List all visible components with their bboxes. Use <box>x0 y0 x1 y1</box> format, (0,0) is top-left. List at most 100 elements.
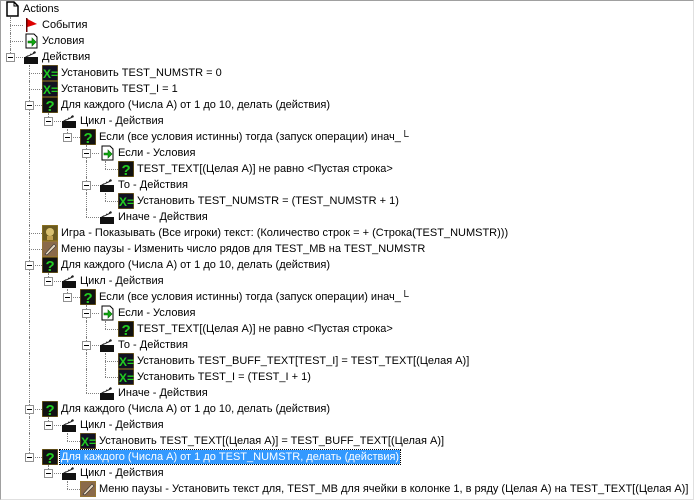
tree-item[interactable]: ?Для каждого (Числа A) от 1 до 10, делат… <box>1 400 691 419</box>
tree-item-label[interactable]: Игра - Показывать (Все игроки) текст: (К… <box>61 227 509 239</box>
tree-guide-line <box>10 41 23 42</box>
tree-item-label[interactable]: Цикл - Действия <box>80 467 164 479</box>
tree-guide-line <box>105 321 106 329</box>
tree-item[interactable]: Цикл - Действия <box>1 465 691 481</box>
tree-guide-line <box>67 489 80 490</box>
tree-item-label[interactable]: Если (все условия истинны) тогда (запуск… <box>99 131 409 143</box>
tree-item[interactable]: То - Действия <box>1 177 691 193</box>
tree-item-label[interactable]: Для каждого (Числа A) от 1 до 10, делать… <box>61 259 331 271</box>
tree-item-label[interactable]: Для каждого (Числа A) от 1 до 10, делать… <box>61 403 331 415</box>
flag-icon <box>23 17 39 33</box>
tree-item[interactable]: ?Для каждого (Числа A) от 1 до 10, делат… <box>1 96 691 115</box>
tree-item[interactable]: ?Для каждого (Числа A) от 1 до 10, делат… <box>1 256 691 275</box>
tree-item-label[interactable]: Иначе - Действия <box>118 387 208 399</box>
tree-item-label[interactable]: Условия <box>42 35 85 47</box>
tree-item-label[interactable]: Если - Условия <box>118 147 196 159</box>
svg-text:?: ? <box>84 130 93 145</box>
tree-item-label[interactable]: Установить TEST_BUFF_TEXT[TEST_I] = TEST… <box>137 355 470 367</box>
collapse-toggle[interactable] <box>25 453 34 462</box>
collapse-toggle[interactable] <box>44 117 53 126</box>
tree-item[interactable]: ? Если (все условия истинны) тогда (запус… <box>1 128 691 147</box>
collapse-toggle[interactable] <box>25 101 34 110</box>
tree-item[interactable]: Actions <box>1 1 691 17</box>
tree-item[interactable]: Иначе - Действия <box>1 385 691 401</box>
tree-guide-line <box>105 329 118 330</box>
tree-item-label[interactable]: События <box>42 19 88 31</box>
tree-item-label[interactable]: TEST_TEXT[(Целая A)] не равно <Пустая ст… <box>137 163 393 175</box>
tree-item-label[interactable]: Установить TEST_I = (TEST_I + 1) <box>137 371 311 383</box>
tree-item-label[interactable]: Для каждого (Числа A) от 1 до 10, делать… <box>61 99 331 111</box>
tree-item[interactable]: ?Для каждого (Числа A) от 1 до TEST_NUMS… <box>1 448 691 467</box>
tree-item-label[interactable]: Цикл - Действия <box>80 419 164 431</box>
tree-item[interactable]: Если - Условия <box>1 305 691 321</box>
tree-item[interactable]: Игра - Показывать (Все игроки) текст: (К… <box>1 224 691 242</box>
collapse-toggle[interactable] <box>82 309 91 318</box>
tree-item-label[interactable]: TEST_TEXT[(Целая A)] не равно <Пустая ст… <box>137 323 393 335</box>
collapse-toggle[interactable] <box>25 405 34 414</box>
tree-item[interactable]: X=Установить TEST_I = 1 <box>1 80 691 98</box>
tree-item-label[interactable]: Установить TEST_NUMSTR = 0 <box>61 67 222 79</box>
collapse-toggle[interactable] <box>44 277 53 286</box>
tree-guide-line <box>86 345 99 346</box>
tree-item[interactable]: Если - Условия <box>1 145 691 161</box>
tree-item[interactable]: Иначе - Действия <box>1 209 691 225</box>
loop-icon: ? <box>41 256 59 275</box>
tree-guide-line <box>67 481 68 489</box>
tree-item[interactable]: Цикл - Действия <box>1 273 691 289</box>
tree-guide-line <box>29 161 30 177</box>
collapse-toggle[interactable] <box>82 341 91 350</box>
tree-item-label[interactable]: Меню паузы - Изменить число рядов для TE… <box>61 243 426 255</box>
tree-item[interactable]: Действия <box>1 49 691 65</box>
collapse-toggle[interactable] <box>6 53 15 62</box>
tree-item[interactable]: X=Установить TEST_NUMSTR = (TEST_NUMSTR … <box>1 192 691 210</box>
tree-guide-line <box>48 473 61 474</box>
tree-item[interactable]: ?TEST_TEXT[(Целая A)] не равно <Пустая с… <box>1 160 691 179</box>
tree-item-label[interactable]: Иначе - Действия <box>118 211 208 223</box>
tree-item-label[interactable]: Для каждого (Числа A) от 1 до TEST_NUMST… <box>58 449 402 465</box>
tree-item[interactable]: ?TEST_TEXT[(Целая A)] не равно <Пустая с… <box>1 320 691 339</box>
tree-item[interactable]: X=Установить TEST_NUMSTR = 0 <box>1 64 691 82</box>
tree-item[interactable]: Меню паузы - Изменить число рядов для TE… <box>1 240 691 258</box>
tree-guide-line <box>105 361 118 362</box>
tree-guide-line <box>86 161 87 177</box>
document-icon <box>4 1 20 17</box>
tree-item-label[interactable]: То - Действия <box>118 339 188 351</box>
game-icon <box>41 224 59 242</box>
tree-item[interactable]: Условия <box>1 33 691 49</box>
tree-guide-line <box>86 153 99 154</box>
loop-icon: ? <box>117 160 135 179</box>
tree-guide-line <box>86 393 99 394</box>
tree-item-label[interactable]: Установить TEST_TEXT[(Целая A)] = TEST_B… <box>99 435 445 447</box>
tree-item-label[interactable]: То - Действия <box>118 179 188 191</box>
collapse-toggle[interactable] <box>82 149 91 158</box>
svg-text:?: ? <box>84 290 93 305</box>
collapse-toggle[interactable] <box>44 421 53 430</box>
collapse-toggle[interactable] <box>82 181 91 190</box>
tree-item[interactable]: Цикл - Действия <box>1 417 691 433</box>
collapse-toggle[interactable] <box>44 469 53 478</box>
tree-item-label[interactable]: Actions <box>23 3 60 15</box>
collapse-toggle[interactable] <box>63 293 72 302</box>
tree-item[interactable]: Цикл - Действия <box>1 113 691 129</box>
tree-item-label[interactable]: Меню паузы - Установить текст для, TEST_… <box>99 483 689 495</box>
tree-item[interactable]: X=Установить TEST_I = (TEST_I + 1) <box>1 368 691 386</box>
tree-item-label[interactable]: Если - Условия <box>118 307 196 319</box>
tree-item[interactable]: ? Если (все условия истинны) тогда (запус… <box>1 288 691 307</box>
tree-item[interactable]: То - Действия <box>1 337 691 353</box>
tree-item-label[interactable]: Установить TEST_I = 1 <box>61 83 178 95</box>
tree-item-label[interactable]: Цикл - Действия <box>80 275 164 287</box>
collapse-toggle[interactable] <box>25 261 34 270</box>
tree-item-label[interactable]: Установить TEST_NUMSTR = (TEST_NUMSTR + … <box>137 195 399 207</box>
actions-icon <box>23 49 39 65</box>
tree-item[interactable]: X=Установить TEST_BUFF_TEXT[TEST_I] = TE… <box>1 352 691 370</box>
tree-item[interactable]: События <box>1 17 691 33</box>
tree-item[interactable]: Меню паузы - Установить текст для, TEST_… <box>1 480 691 498</box>
set-variable-icon: X= <box>117 368 135 386</box>
tree-guide-line <box>86 209 87 217</box>
tree-item-label[interactable]: Если (все условия истинны) тогда (запуск… <box>99 291 409 303</box>
tree-item[interactable]: X=Установить TEST_TEXT[(Целая A)] = TEST… <box>1 432 691 450</box>
tree-item-label[interactable]: Действия <box>42 51 91 63</box>
collapse-toggle[interactable] <box>63 133 72 142</box>
tree-item-label[interactable]: Цикл - Действия <box>80 115 164 127</box>
